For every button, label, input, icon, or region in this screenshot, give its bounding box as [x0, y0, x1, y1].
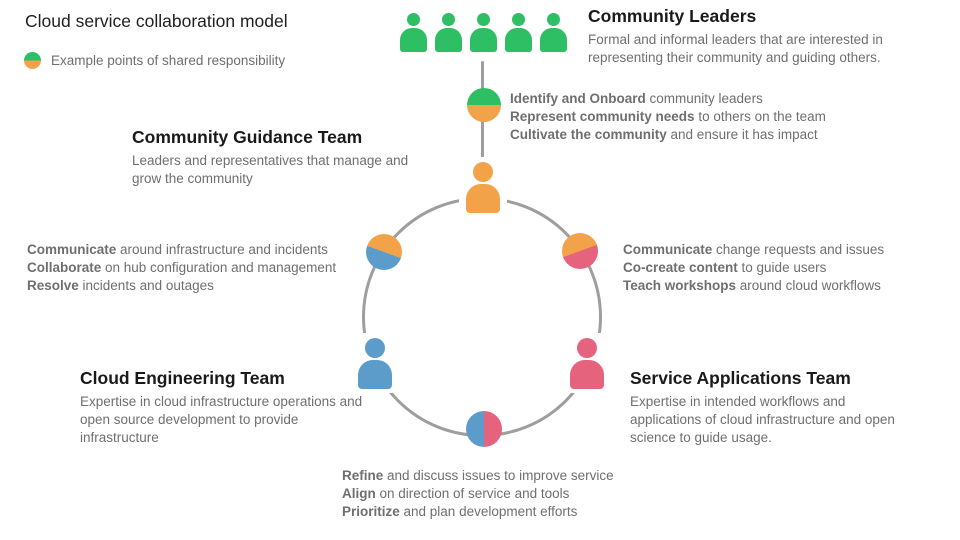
shared-point-item: Prioritize and plan development efforts: [342, 504, 578, 519]
shared-point-item: Identify and Onboard community leaders: [510, 91, 763, 106]
cloud-engineering-info: Cloud Engineering Team Expertise in clou…: [80, 368, 380, 447]
community-leaders-info: Community Leaders Formal and informal le…: [588, 6, 933, 67]
service-applications-title: Service Applications Team: [630, 368, 851, 388]
community-leader-person-icon: [470, 13, 497, 52]
shared-point-engineering-applications-list: Refine and discuss issues to improve ser…: [342, 467, 614, 521]
service-applications-person-icon: [563, 333, 611, 393]
community-leader-person-icon: [435, 13, 462, 52]
shared-point-item: Resolve incidents and outages: [27, 278, 214, 293]
community-guidance-person-icon: [459, 157, 507, 217]
shared-point-engineering-applications-icon: [466, 411, 502, 447]
shared-point-guidance-applications-icon: [562, 233, 598, 269]
service-applications-info: Service Applications Team Expertise in i…: [630, 368, 920, 447]
page-title: Cloud service collaboration model: [25, 11, 288, 31]
cloud-engineering-title: Cloud Engineering Team: [80, 368, 285, 388]
community-leader-person-icon: [400, 13, 427, 52]
service-applications-description: Expertise in intended workflows and appl…: [630, 394, 895, 445]
shared-point-leaders-guidance-icon: [467, 88, 501, 122]
community-leader-person-icon: [540, 13, 567, 52]
shared-point-item: Co-create content to guide users: [623, 260, 827, 275]
legend-label: Example points of shared responsibility: [51, 53, 286, 68]
shared-point-item: Represent community needs to others on t…: [510, 109, 826, 124]
shared-responsibility-icon: [24, 52, 41, 69]
community-guidance-title: Community Guidance Team: [132, 127, 363, 147]
cloud-engineering-person-icon: [351, 333, 399, 393]
shared-point-guidance-applications-list: Communicate change requests and issues C…: [623, 241, 884, 295]
community-leaders-group: [400, 13, 567, 52]
shared-point-item: Align on direction of service and tools: [342, 486, 570, 501]
community-leaders-title: Community Leaders: [588, 6, 757, 26]
cloud-engineering-description: Expertise in cloud infrastructure operat…: [80, 394, 363, 445]
legend: Example points of shared responsibility: [24, 52, 285, 69]
collaboration-ring: [362, 197, 602, 437]
shared-point-guidance-engineering-list: Communicate around infrastructure and in…: [27, 241, 336, 295]
community-leader-person-icon: [505, 13, 532, 52]
shared-point-item: Communicate change requests and issues: [623, 242, 885, 257]
community-guidance-description: Leaders and representatives that manage …: [132, 153, 409, 186]
shared-point-item: Refine and discuss issues to improve ser…: [342, 468, 614, 483]
community-guidance-info: Community Guidance Team Leaders and repr…: [132, 127, 442, 188]
shared-point-item: Collaborate on hub configuration and man…: [27, 260, 337, 275]
shared-point-item: Communicate around infrastructure and in…: [27, 242, 328, 257]
shared-point-leaders-guidance-list: Identify and Onboard community leaders R…: [510, 90, 826, 144]
shared-point-guidance-engineering-icon: [366, 234, 402, 270]
shared-point-item: Teach workshops around cloud workflows: [623, 278, 881, 293]
community-leaders-description: Formal and informal leaders that are int…: [588, 32, 883, 65]
shared-point-item: Cultivate the community and ensure it ha…: [510, 127, 818, 142]
